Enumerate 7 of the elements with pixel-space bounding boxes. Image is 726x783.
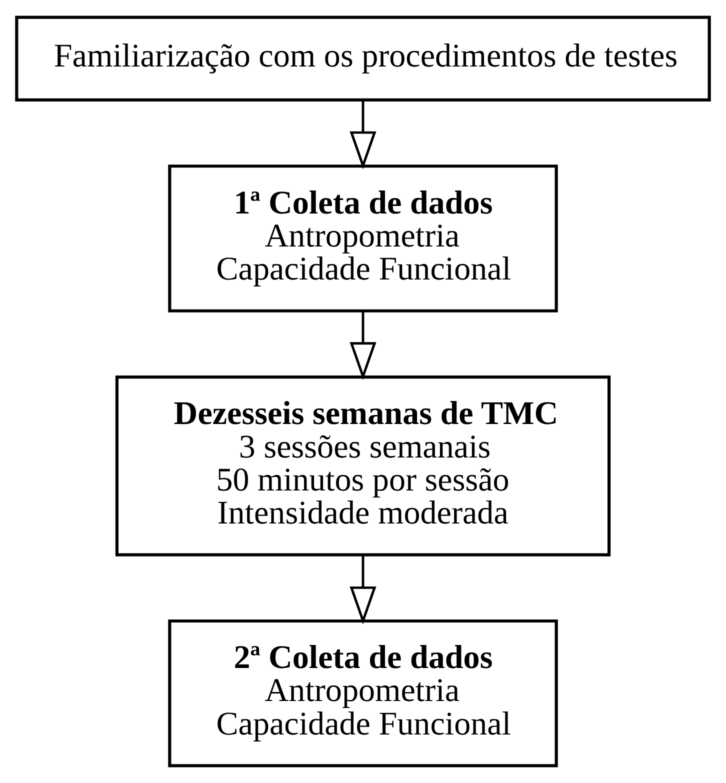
- node-box: 2ª Coleta de dados Antropometria Capacidade Funcional: [168, 619, 558, 768]
- arrow: [350, 311, 376, 380]
- node-box: Familiarização com os procedimentos de testes: [15, 16, 711, 102]
- node-box: Dezesseis semanas de TMC 3 sessões semanais 50 minutos por sessão Intensidade moderada: [115, 375, 611, 556]
- arrow: [350, 100, 376, 170]
- arrow: [350, 554, 376, 625]
- node-box: 1ª Coleta de dados Antropometria Capacidade Funcional: [168, 164, 558, 312]
